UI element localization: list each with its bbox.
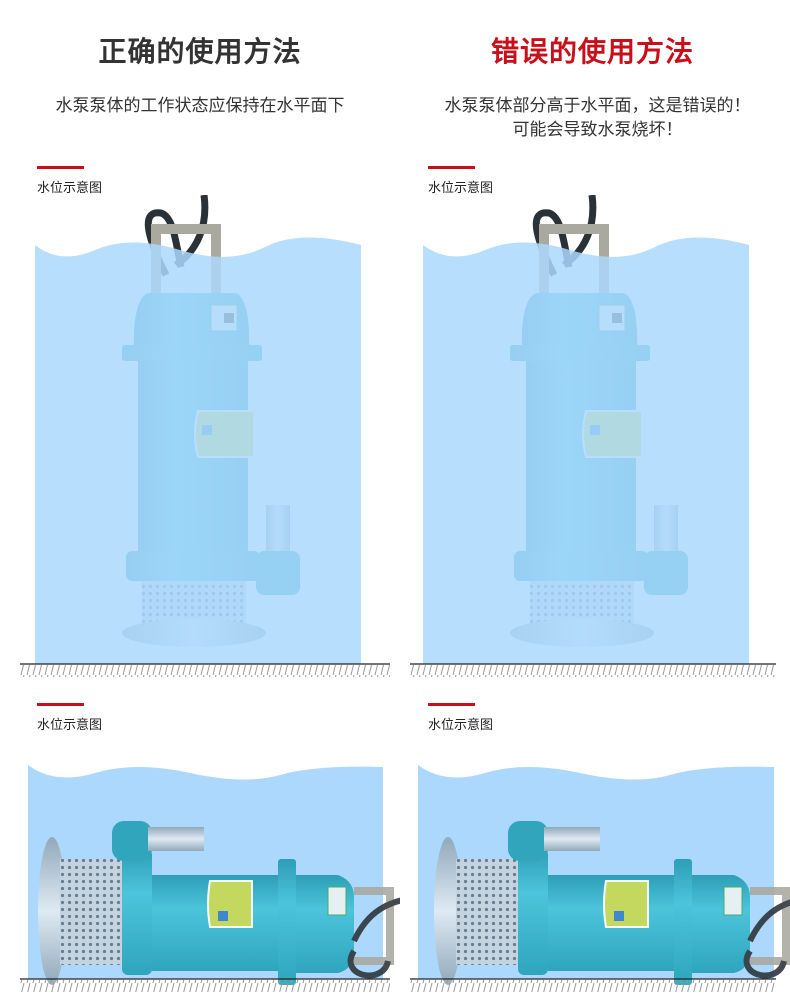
water-area [423,237,749,664]
ground-hatch [20,980,390,992]
ground-hatch [410,665,776,677]
caption-accent-bar [428,703,475,706]
caption-text: 水位示意图 [37,181,103,196]
water-level-illustration [20,765,400,992]
diagram-caption: 水位示意图 [37,166,102,196]
water-level-illustration [410,195,776,677]
correct-usage-title: 正确的使用方法 [98,35,302,68]
wrong-usage-description: 水泵泵体部分高于水平面，这是错误的！ 可能会导致水泵烧坏！ [405,94,790,142]
caption-text: 水位示意图 [37,718,103,733]
water-level-illustration [20,195,390,677]
water-level-illustration [410,765,790,992]
water-area [35,237,361,664]
correct-usage-description: 水泵泵体的工作状态应保持在水平面下 [55,96,345,116]
diagram-caption: 水位示意图 [37,703,102,733]
caption-accent-bar [37,703,84,706]
water-level-diagram-vertical-wrong [410,195,780,685]
water-level-diagram-horizontal [410,755,790,995]
caption-text: 水位示意图 [428,718,494,733]
wrong-description-line2: 可能会导致水泵烧坏！ [512,120,683,140]
caption-accent-bar [37,166,84,169]
wrong-description-line1: 水泵泵体部分高于水平面，这是错误的！ [444,96,751,116]
diagram-caption: 水位示意图 [428,166,493,196]
water-level-diagram-vertical-correct [20,195,390,685]
ground-hatch [20,665,390,677]
ground-hatch [410,980,776,992]
wrong-usage-title: 错误的使用方法 [490,35,694,68]
water-level-diagram-horizontal [20,755,400,995]
caption-text: 水位示意图 [428,181,494,196]
caption-accent-bar [428,166,475,169]
diagram-caption: 水位示意图 [428,703,493,733]
